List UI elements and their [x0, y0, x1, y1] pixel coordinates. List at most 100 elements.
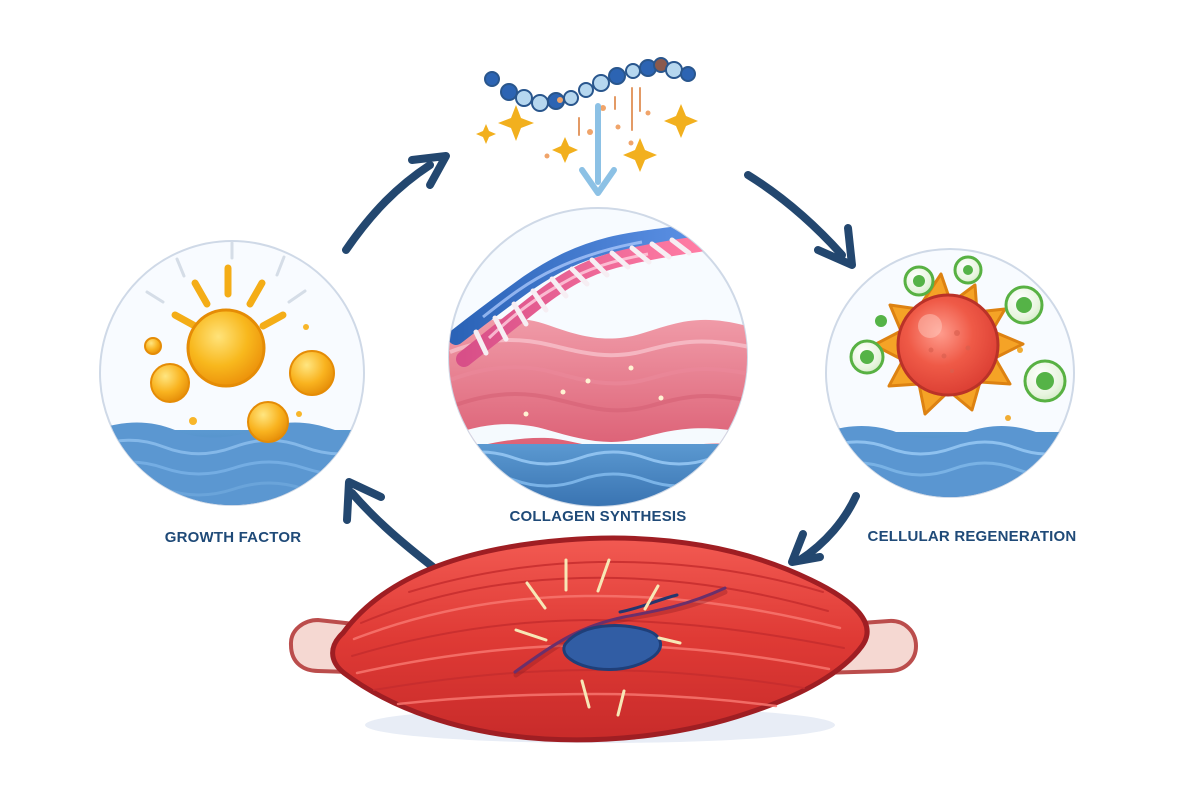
cell-nucleus-highlight	[918, 314, 942, 338]
muscle-fibers	[351, 560, 845, 708]
light-ray	[175, 257, 186, 278]
growth-orb	[289, 350, 335, 396]
muscle-fiber	[360, 576, 829, 624]
sparkle-icon	[623, 138, 657, 172]
collagen-synthesis-panel	[448, 207, 748, 507]
helix-rung	[669, 237, 692, 256]
peptide-particles	[544, 97, 651, 159]
collagen-synthesis-label: COLLAGEN SYNTHESIS	[510, 508, 687, 525]
helix-rungs	[473, 237, 692, 356]
muscle-fiber	[396, 692, 778, 708]
green-cell-core	[1036, 372, 1054, 390]
helix-rung	[473, 329, 489, 356]
green-cell-small	[1005, 415, 1011, 421]
muscle-fiber	[373, 668, 805, 691]
peptide-bead	[625, 63, 641, 79]
peptide-beads	[484, 57, 696, 112]
muscle-tear-shadow	[513, 589, 728, 678]
collagen-particle	[585, 378, 591, 384]
peptide-bead	[608, 67, 626, 85]
sparkle-icon	[552, 137, 578, 163]
cell-dot	[941, 353, 947, 359]
arrow-left-up	[348, 489, 437, 571]
particle	[615, 124, 621, 130]
cell-nucleus	[896, 293, 1000, 397]
sun-ray	[171, 311, 199, 330]
main-growth-orb	[186, 308, 266, 388]
peptide-bead	[592, 74, 610, 92]
collagen-tissue-line	[449, 392, 747, 413]
particle	[628, 140, 634, 146]
helix-rung	[549, 276, 569, 299]
sparkles	[476, 104, 698, 172]
repair-spark	[596, 558, 611, 593]
light-ray	[145, 290, 165, 304]
helix-rung	[569, 266, 590, 287]
muscle-fiber	[408, 560, 824, 593]
downward-arrow-icon	[579, 103, 617, 196]
helix-rung	[609, 250, 631, 270]
peptide-bead	[563, 90, 579, 106]
repair-spark	[580, 679, 591, 709]
sun-ray	[191, 279, 211, 308]
growth-factor-panel	[99, 240, 365, 506]
green-cell-small	[1017, 347, 1023, 353]
sparkle-icon	[476, 124, 496, 144]
green-cell-core	[963, 265, 973, 275]
muscle-tear	[513, 586, 727, 674]
cell-dot	[965, 345, 971, 351]
regeneration-water-top	[826, 426, 1074, 497]
growth-orb-tiny	[189, 417, 197, 425]
particle	[544, 153, 550, 159]
helix-rung	[530, 288, 549, 313]
helix-rung	[589, 257, 610, 278]
peptide-bead	[484, 71, 500, 87]
collagen-particle	[628, 365, 634, 371]
particle	[587, 129, 593, 135]
collagen-particle	[560, 389, 566, 395]
downward-arrow-head	[579, 167, 617, 196]
green-cell-core	[860, 350, 874, 364]
peptide-bead	[500, 83, 518, 101]
growth-orb-tiny	[303, 324, 309, 330]
cellular-regeneration-label: CELLULAR REGENERATION	[868, 528, 1077, 545]
cell-icon	[849, 255, 1067, 421]
collagen-tissue-line	[449, 365, 747, 386]
peptide-bead	[531, 94, 549, 112]
cell-dot	[950, 369, 954, 373]
particle	[645, 110, 651, 116]
helix-blue-highlight	[482, 240, 643, 319]
green-cell-core	[1016, 297, 1032, 313]
cell-dot	[954, 330, 960, 336]
wave-line	[100, 438, 364, 456]
dna-helix-icon	[449, 224, 707, 367]
muscle-repair-sparks	[514, 558, 682, 717]
arrow-left-up-head	[343, 478, 385, 524]
sun-orbs-icon	[144, 241, 335, 443]
arrow-top-right	[744, 171, 846, 259]
peptide-bead	[680, 66, 696, 82]
muscle-fiber	[351, 618, 845, 657]
green-cell-core	[913, 275, 925, 287]
collagen-particle	[523, 411, 529, 417]
peptide-bead	[515, 89, 533, 107]
green-cell-small	[875, 315, 887, 327]
peptide-bead	[665, 61, 683, 79]
muscle-repair-zone	[562, 624, 663, 671]
muscle-fiber	[352, 594, 842, 641]
arrow-right-down	[796, 492, 860, 564]
repair-spark	[657, 636, 682, 645]
sun-ray	[259, 311, 287, 330]
growth-orb	[247, 401, 289, 443]
arrow-right-down-head	[788, 530, 824, 566]
cellular-regeneration-panel	[825, 248, 1075, 498]
repair-spark	[514, 628, 548, 642]
collagen-particle	[658, 395, 664, 401]
helix-rung	[511, 301, 529, 327]
repair-spark	[643, 584, 660, 611]
light-ray	[275, 255, 286, 277]
growth-orb	[150, 363, 190, 403]
peptide-chain-icon	[476, 57, 698, 196]
